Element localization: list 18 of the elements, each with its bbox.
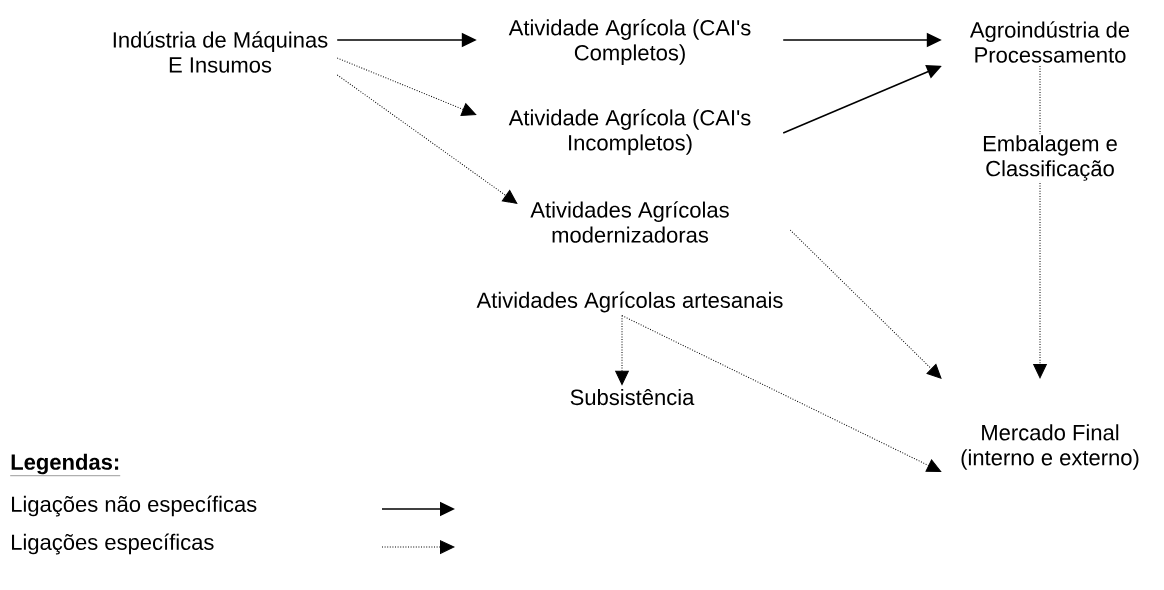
legend-heading: Legendas: xyxy=(10,453,121,476)
edge-label: Embalagem e Classificação xyxy=(983,135,1117,181)
legend-label: Ligações não específicas xyxy=(12,495,257,517)
arrow xyxy=(336,74,518,204)
node-label: Subsistência xyxy=(570,388,695,406)
node-label: Atividades Agrícolas modernizadoras xyxy=(530,201,729,243)
node-label: Mercado Final (interno e externo) xyxy=(961,424,1139,470)
arrow xyxy=(336,57,477,116)
arrow xyxy=(789,229,942,379)
node-label: Atividade Agrícola (CAI's Completos) xyxy=(508,19,751,65)
node-label: Atividades Agrícolas artesanais xyxy=(476,291,783,313)
arrow xyxy=(615,315,629,385)
arrow xyxy=(1033,65,1047,379)
arrow xyxy=(621,315,942,472)
node-label: Indústria de Máquinas E Insumos xyxy=(113,31,328,73)
node-label: Agroindústria de Processamento xyxy=(969,21,1130,63)
node-label: Atividade Agrícola (CAI's Incompletos) xyxy=(508,109,751,155)
legend-label: Ligações específicas xyxy=(12,533,214,555)
